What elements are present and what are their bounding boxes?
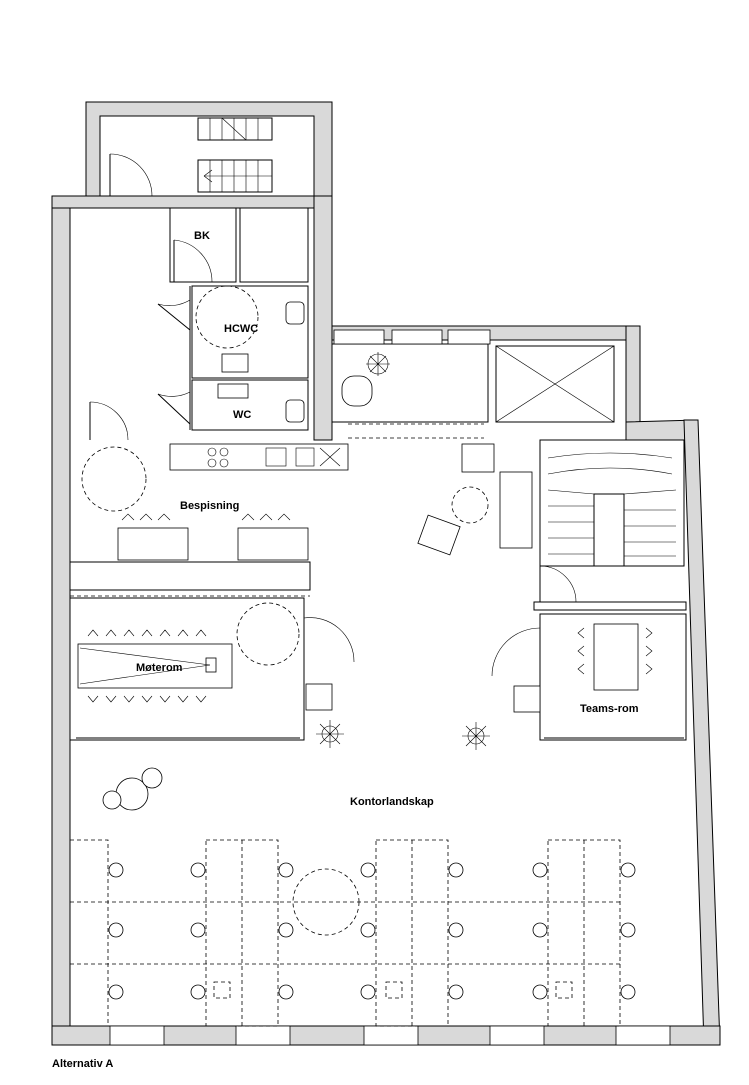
label-bk: BK — [194, 230, 210, 242]
spiral-stair — [533, 439, 687, 611]
dining-area — [69, 443, 533, 597]
plan-caption: Alternativ A — [52, 1058, 114, 1070]
plants — [316, 720, 490, 750]
top-stairs — [197, 117, 273, 193]
teams-room — [491, 613, 687, 741]
open-office — [69, 767, 636, 1027]
kitchen-counter — [169, 443, 349, 471]
label-kontorlandskap: Kontorlandskap — [350, 796, 434, 808]
label-hcwc: HCWC — [224, 323, 258, 335]
bottom-windows — [109, 1025, 671, 1046]
entrance-door — [109, 153, 153, 197]
corridor-door — [89, 401, 129, 441]
label-moterom: Møterom — [136, 662, 183, 674]
label-bespisning: Bespisning — [180, 500, 239, 512]
meeting-room — [69, 597, 355, 741]
label-wc: WC — [233, 409, 251, 421]
core-rooms — [157, 207, 309, 431]
annex — [331, 329, 615, 439]
label-teams-rom: Teams-rom — [580, 703, 639, 715]
outer-walls — [51, 101, 721, 1046]
